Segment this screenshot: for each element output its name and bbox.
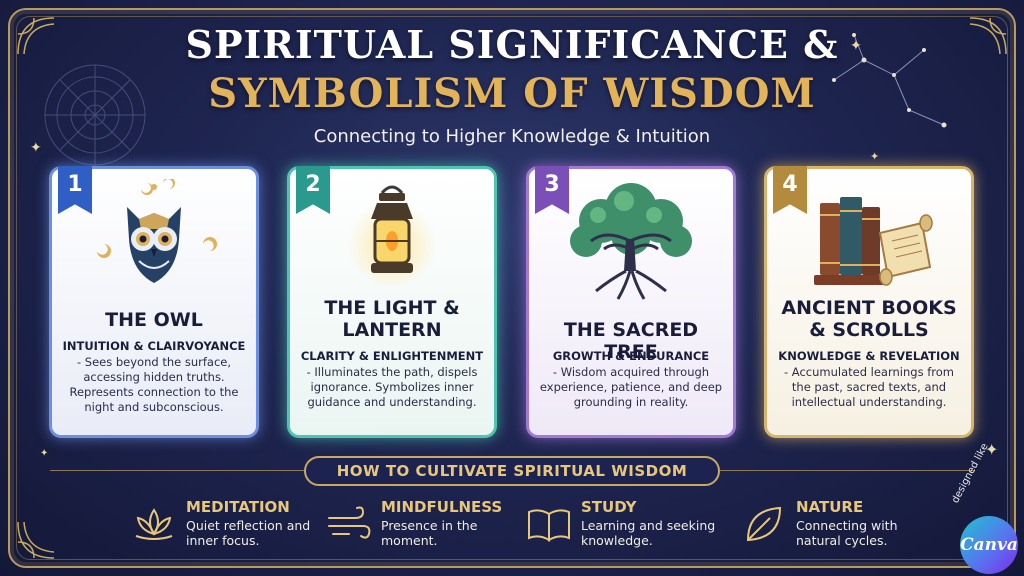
practice-name: STUDY	[581, 498, 637, 516]
card-description: - Wisdom acquired through experience, pa…	[539, 365, 723, 409]
owl-icon	[97, 179, 217, 283]
card-subtitle: INTUITION & CLAIRVOYANCE	[62, 339, 246, 353]
card-number-badge: 4	[773, 166, 807, 214]
canva-logo[interactable]: Canva	[960, 516, 1018, 574]
card-description: - Accumulated learnings from the past, s…	[783, 365, 954, 409]
leaf-icon	[746, 506, 782, 542]
card-subtitle: GROWTH & ENDURANCE	[552, 349, 710, 363]
title-line-2: SYMBOLISM OF WISDOM	[208, 70, 816, 117]
section-divider	[50, 470, 304, 471]
practice-name: MINDFULNESS	[381, 498, 503, 516]
tree-icon	[570, 183, 692, 300]
card-description: - Sees beyond the surface, accessing hid…	[69, 355, 239, 414]
sparkle-icon: ✦	[40, 448, 49, 459]
wind-icon	[328, 506, 371, 539]
mandala-icon	[44, 64, 146, 166]
sparkle-icon: ✦	[870, 150, 880, 163]
practice-meditation: MEDITATION Quiet reflection and inner fo…	[130, 496, 320, 552]
practice-mindfulness: MINDFULNESS Presence in the moment.	[325, 496, 515, 552]
open-book-icon	[528, 509, 570, 542]
lotus-icon	[135, 508, 173, 540]
lantern-icon	[347, 185, 437, 286]
subtitle: Connecting to Higher Knowledge & Intuiti…	[313, 126, 711, 147]
section-divider	[720, 470, 974, 471]
cultivate-heading: HOW TO CULTIVATE SPIRITUAL WISDOM	[304, 456, 720, 486]
practice-name: MEDITATION	[186, 498, 290, 516]
corner-ornament-icon	[17, 521, 55, 559]
practice-study: STUDY Learning and seeking knowledge.	[525, 496, 715, 552]
sparkle-icon: ✦	[985, 440, 999, 459]
constellation-icon	[832, 33, 947, 128]
card-lantern: 2 THE LIGHT & LANTERN CLARITY & ENLIGHTE…	[287, 166, 497, 438]
card-subtitle: CLARITY & ENLIGHTENMENT	[300, 349, 484, 363]
practice-description: Quiet reflection and inner focus.	[186, 518, 311, 548]
card-books: 4 ANCIENT BOOKS & SCROLLS KNOWLEDGE & RE…	[764, 166, 974, 438]
card-title: THE OWL	[105, 309, 203, 331]
practice-nature: NATURE Connecting with natural cycles.	[740, 496, 930, 552]
sparkle-icon: ✦	[850, 38, 862, 54]
practice-description: Connecting with natural cycles.	[796, 518, 898, 548]
card-description: - Illuminates the path, dispels ignoranc…	[306, 365, 478, 409]
card-owl: 1 THE OWL INTUITION & CLAIRVOYANCE - See…	[49, 166, 259, 438]
card-subtitle: KNOWLEDGE & REVELATION	[778, 349, 960, 363]
books-scroll-icon	[814, 197, 933, 286]
practice-description: Presence in the moment.	[381, 518, 478, 548]
card-title: THE SACRED TREE	[563, 319, 699, 363]
practice-description: Learning and seeking knowledge.	[581, 518, 716, 548]
card-title: THE LIGHT & LANTERN	[324, 297, 460, 341]
designed-like-text: designed like	[950, 441, 991, 506]
card-title: ANCIENT BOOKS & SCROLLS	[781, 297, 957, 341]
card-tree: 3 THE SACRED TREE GROWTH & ENDURANCE - W…	[526, 166, 736, 438]
sparkle-icon: ✦	[30, 140, 42, 156]
title-line-1: SPIRITUAL SIGNIFICANCE &	[185, 22, 839, 67]
practice-name: NATURE	[796, 498, 864, 516]
